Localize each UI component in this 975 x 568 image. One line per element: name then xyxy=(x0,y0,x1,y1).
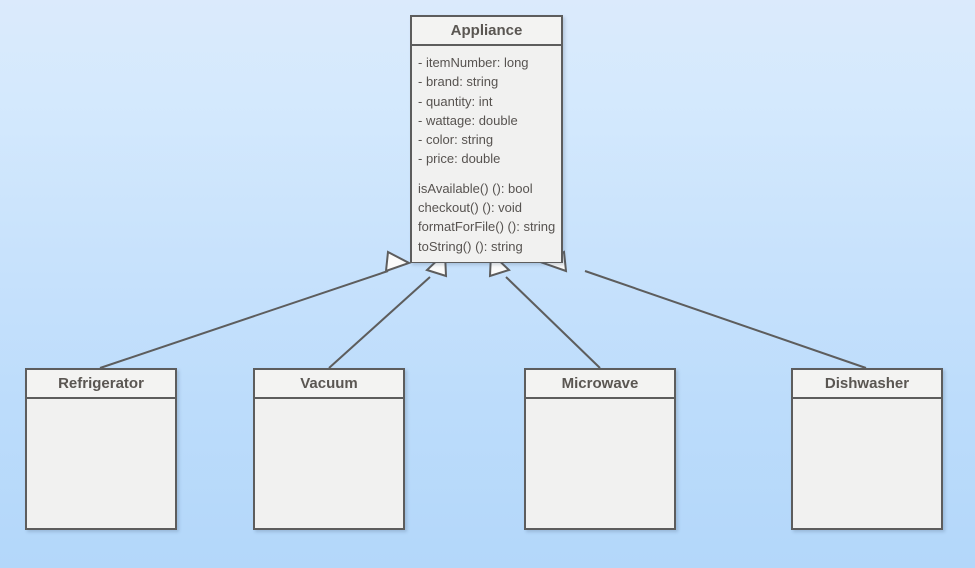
method-row: formatForFile() (): string xyxy=(418,219,555,235)
edge-vacuum-to-appliance xyxy=(328,250,448,369)
edge-refrigerator-to-appliance xyxy=(99,250,412,369)
class-name-appliance: Appliance xyxy=(412,17,561,46)
class-name-microwave: Microwave xyxy=(526,370,674,399)
method-row: toString() (): string xyxy=(418,238,523,254)
attribute-row: - color: string xyxy=(418,132,494,148)
attribute-row: - wattage: double xyxy=(418,112,518,128)
methods-section-appliance: isAvailable() (): bool checkout() (): vo… xyxy=(412,179,561,256)
class-box-refrigerator[interactable]: Refrigerator xyxy=(25,368,177,530)
class-name-refrigerator: Refrigerator xyxy=(27,370,175,399)
class-body-vacuum xyxy=(255,399,403,412)
edge-dishwasher-to-appliance xyxy=(540,250,867,369)
inheritance-arrowhead xyxy=(384,250,412,273)
attribute-row: - brand: string xyxy=(418,74,499,90)
class-box-dishwasher[interactable]: Dishwasher xyxy=(791,368,943,530)
class-body-dishwasher xyxy=(793,399,941,412)
class-box-microwave[interactable]: Microwave xyxy=(524,368,676,530)
class-box-appliance[interactable]: Appliance - itemNumber: long - brand: st… xyxy=(410,15,563,263)
method-row: checkout() (): void xyxy=(418,200,523,216)
attribute-row: - quantity: int xyxy=(418,93,493,109)
edge-microwave-to-appliance xyxy=(488,250,601,369)
attributes-section-appliance: - itemNumber: long - brand: string - qua… xyxy=(412,53,561,169)
class-name-vacuum: Vacuum xyxy=(255,370,403,399)
method-row: isAvailable() (): bool xyxy=(418,180,533,196)
attribute-row: - price: double xyxy=(418,151,501,167)
class-name-dishwasher: Dishwasher xyxy=(793,370,941,399)
class-body-refrigerator xyxy=(27,399,175,412)
class-body-microwave xyxy=(526,399,674,412)
class-box-vacuum[interactable]: Vacuum xyxy=(253,368,405,530)
attribute-row: - itemNumber: long xyxy=(418,55,529,70)
class-body-appliance: - itemNumber: long - brand: string - qua… xyxy=(412,46,561,262)
